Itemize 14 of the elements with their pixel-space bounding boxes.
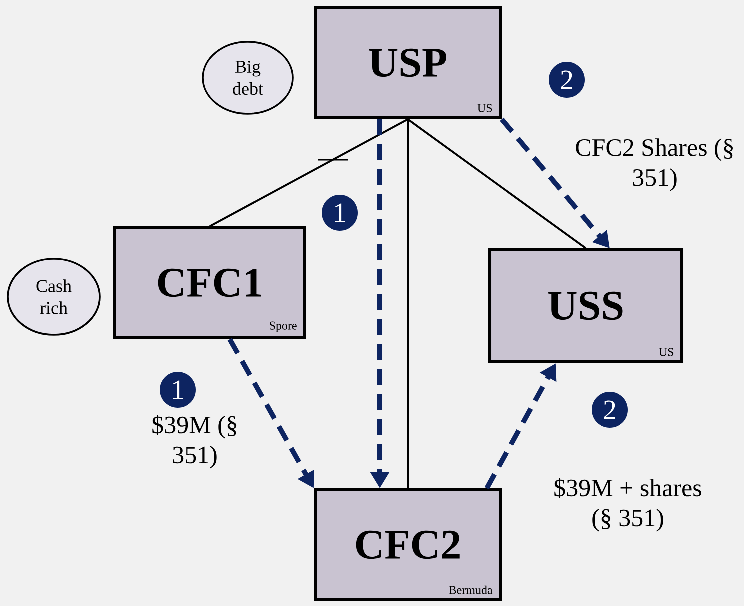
entity-box: CFC2 Bermuda [314,488,502,602]
step-number: 2 [549,62,585,98]
entity-box: USP US [314,6,502,120]
edge-label: $39M (§ 351) [152,415,237,469]
connector-line [407,118,587,250]
connector-line [407,120,409,488]
step-number: 2 [592,392,628,428]
connector-line [210,118,408,228]
edge-label: CFC2 Shares (§ 351) [576,138,733,192]
edge-label: $39M + shares (§ 351) [554,478,702,532]
entity-box: CFC1 Spore [114,226,306,340]
step-number: 1 [322,195,358,231]
entity-box: USS US [488,248,684,364]
step-number: 1 [160,372,196,408]
